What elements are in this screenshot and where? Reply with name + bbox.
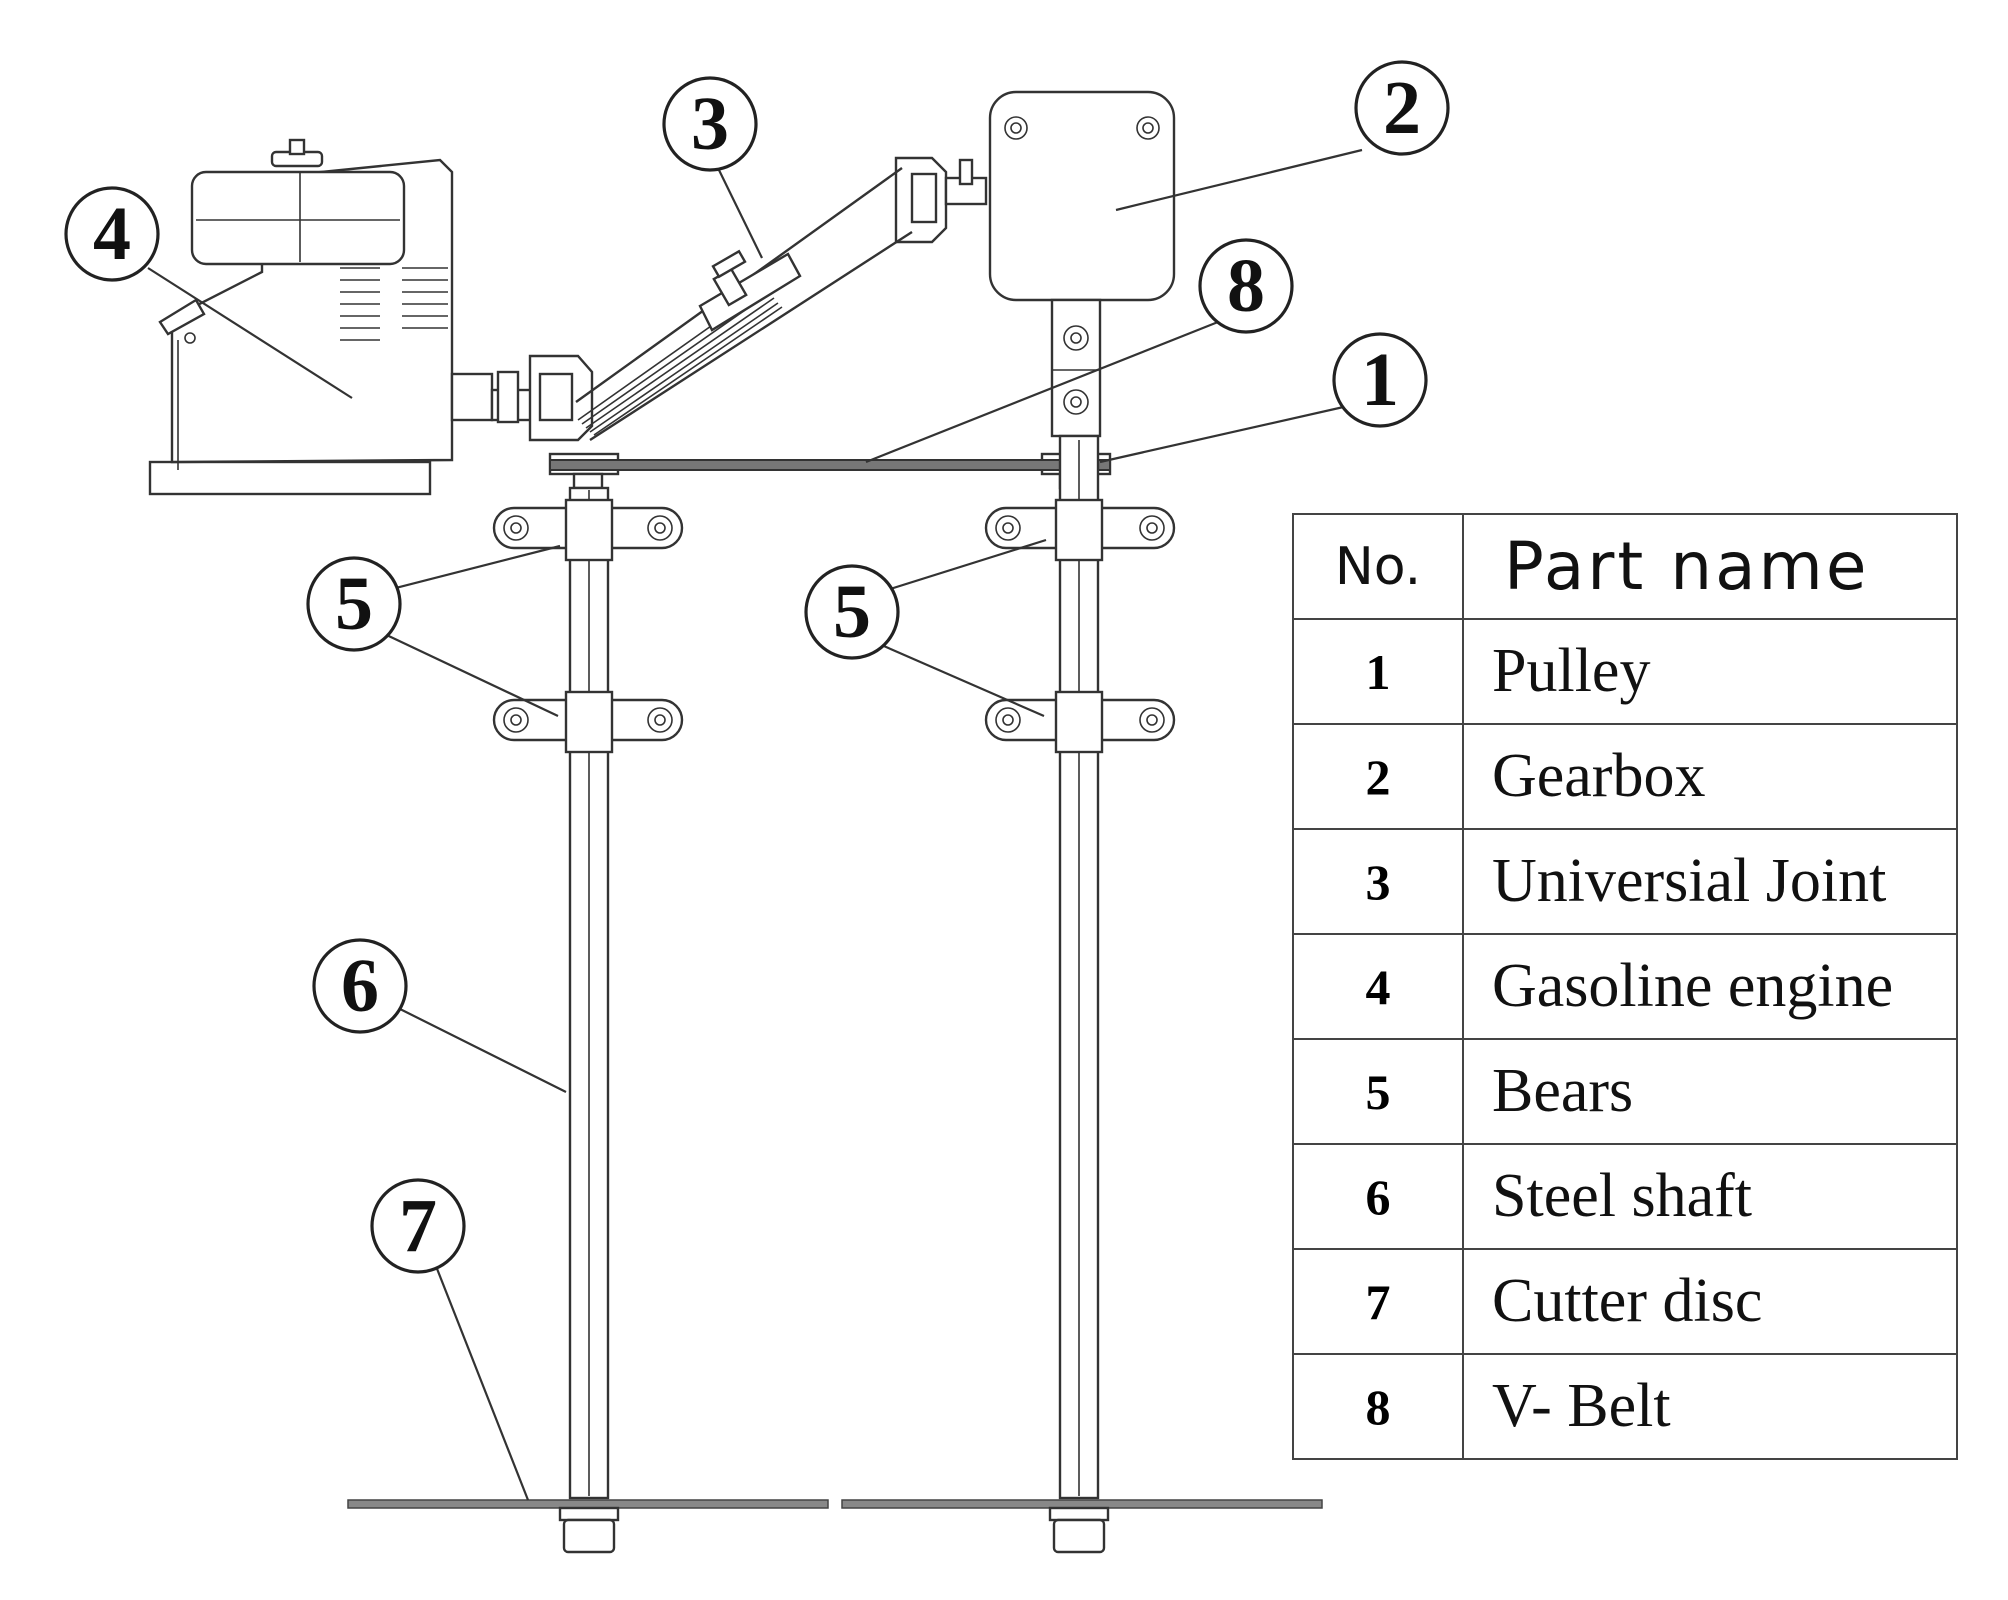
callout-8: 8 bbox=[1198, 238, 1294, 334]
bearing-left-lower bbox=[492, 690, 684, 754]
cutter-disc-left bbox=[347, 1499, 829, 1554]
legend-header-no: No. bbox=[1292, 513, 1464, 620]
engine-cooling-fins bbox=[340, 267, 448, 341]
legend-row: 7 Cutter disc bbox=[1292, 1248, 1958, 1355]
universal-joint bbox=[490, 156, 988, 442]
legend-row-name: Steel shaft bbox=[1462, 1143, 1958, 1250]
legend-row-name: Universial Joint bbox=[1462, 828, 1958, 935]
legend-row-no: 5 bbox=[1292, 1038, 1464, 1145]
svg-text:3: 3 bbox=[691, 82, 729, 166]
callout-5-right: 5 bbox=[804, 564, 900, 660]
bearing-right-lower bbox=[984, 690, 1176, 754]
svg-text:5: 5 bbox=[335, 562, 373, 646]
parts-legend-table: No. Part name 1 Pulley 2 Gearbox 3 Unive… bbox=[1292, 513, 1958, 1460]
legend-row: 4 Gasoline engine bbox=[1292, 933, 1958, 1040]
bearing-right-upper bbox=[984, 498, 1176, 562]
bearing-left-upper bbox=[492, 498, 684, 562]
legend-row-no: 1 bbox=[1292, 618, 1464, 725]
callout-6: 6 bbox=[312, 938, 408, 1034]
legend-row: 2 Gearbox bbox=[1292, 723, 1958, 830]
legend-row-no: 6 bbox=[1292, 1143, 1464, 1250]
legend-header-part-name: Part name bbox=[1462, 513, 1958, 620]
svg-text:7: 7 bbox=[399, 1184, 437, 1268]
callout-5-left: 5 bbox=[306, 556, 402, 652]
callout-2: 2 bbox=[1354, 60, 1450, 156]
callout-1: 1 bbox=[1332, 332, 1428, 428]
callout-7: 7 bbox=[370, 1178, 466, 1274]
legend-row-no: 8 bbox=[1292, 1353, 1464, 1460]
svg-text:5: 5 bbox=[833, 570, 871, 654]
legend-row: 8 V- Belt bbox=[1292, 1353, 1958, 1460]
legend-row-name: Cutter disc bbox=[1462, 1248, 1958, 1355]
legend-row-name: Bears bbox=[1462, 1038, 1958, 1145]
leader-lines bbox=[147, 148, 1363, 1501]
callout-4: 4 bbox=[64, 186, 160, 282]
cutter-disc-right bbox=[841, 1499, 1323, 1554]
svg-text:6: 6 bbox=[341, 944, 379, 1028]
legend-row-no: 3 bbox=[1292, 828, 1464, 935]
legend-row: 6 Steel shaft bbox=[1292, 1143, 1958, 1250]
steel-shaft-left bbox=[568, 486, 610, 1500]
legend-row-name: Gasoline engine bbox=[1462, 933, 1958, 1040]
gearbox bbox=[988, 90, 1176, 438]
legend-row-no: 2 bbox=[1292, 723, 1464, 830]
gasoline-engine bbox=[148, 138, 494, 496]
legend-row-no: 7 bbox=[1292, 1248, 1464, 1355]
svg-text:4: 4 bbox=[93, 192, 131, 276]
joint-spline-hatching bbox=[577, 289, 783, 436]
legend-row: 1 Pulley bbox=[1292, 618, 1958, 725]
v-belt bbox=[549, 459, 1111, 471]
legend-row: 5 Bears bbox=[1292, 1038, 1958, 1145]
legend-header-row: No. Part name bbox=[1292, 513, 1958, 620]
steel-shaft-right bbox=[1058, 434, 1100, 1500]
legend-row-name: V- Belt bbox=[1462, 1353, 1958, 1460]
legend-row-no: 4 bbox=[1292, 933, 1464, 1040]
legend-row: 3 Universial Joint bbox=[1292, 828, 1958, 935]
legend-row-name: Pulley bbox=[1462, 618, 1958, 725]
legend-row-name: Gearbox bbox=[1462, 723, 1958, 830]
svg-text:8: 8 bbox=[1227, 244, 1265, 328]
svg-text:2: 2 bbox=[1383, 66, 1421, 150]
svg-text:1: 1 bbox=[1361, 338, 1399, 422]
callout-3: 3 bbox=[662, 76, 758, 172]
